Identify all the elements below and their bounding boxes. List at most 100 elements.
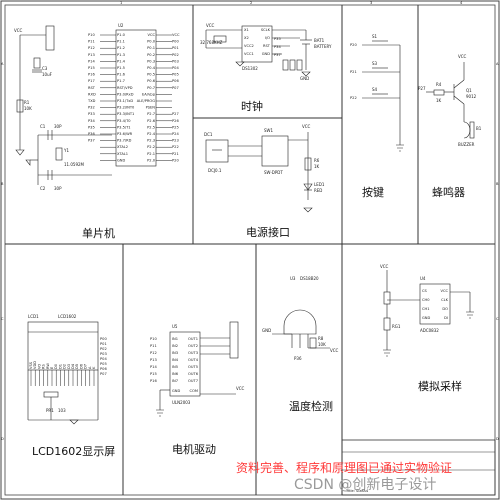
key-net: P20 <box>350 43 357 47</box>
mcu-pin-right: P0.1 <box>147 46 155 50</box>
mcu-vcc-label: VCC <box>14 28 23 33</box>
mcu-net-left: P15 <box>88 66 95 70</box>
mcu-pin-right: P2.0 <box>147 158 156 162</box>
adc-pin-left: CH0 <box>422 298 430 302</box>
temp-sensor-body <box>283 309 317 335</box>
mcu-pin-left: P1.7 <box>117 79 125 83</box>
clock-vcc-label: VCC <box>206 23 215 28</box>
mcu-pin-right: P0.3 <box>147 59 155 63</box>
driver-pin-in: IN4 <box>172 358 179 362</box>
driver-net-in: P16 <box>150 379 157 383</box>
mcu-pin-left: P1.0 <box>117 33 126 37</box>
mcu-pin-left: P1.4 <box>117 59 126 63</box>
title-block: Title: SizeA4 <box>341 439 496 496</box>
mcu-net-right: P07 <box>172 86 179 90</box>
driver-pin-gnd: GND <box>172 389 180 393</box>
lcd-pin: D4 <box>71 363 75 369</box>
temp-ref-label: U3 <box>290 276 296 281</box>
power-vcc-label: VCC <box>302 124 311 129</box>
mcu-net-right: P06 <box>172 79 179 83</box>
lcd-net: P04 <box>100 357 107 361</box>
mcu-chip-body <box>115 29 157 167</box>
driver-pin-out: OUT7 <box>188 379 198 383</box>
mcu-pin-right: EA/Vpp <box>142 92 156 96</box>
lcd-body <box>27 321 99 371</box>
driver-net-in: P10 <box>150 337 157 341</box>
mcu-net-right: P02 <box>172 53 179 57</box>
mcu-pin-right: P0.4 <box>147 66 156 70</box>
mcu-pin-right: P2.2 <box>147 145 155 149</box>
mcu-net-right: P01 <box>172 46 179 50</box>
driver-net-in: P13 <box>150 358 157 362</box>
res-r4-label: R4 <box>436 82 442 87</box>
section-title-mcu: 单片机 <box>82 227 115 240</box>
mcu-pin-left: P3.3/INT1 <box>117 112 134 116</box>
key-net: P21 <box>350 70 357 74</box>
mcu-pin-right: P2.3 <box>147 139 155 143</box>
lcd-pin: RS <box>42 364 46 369</box>
adc-pin-left: CH1 <box>422 307 430 311</box>
driver-pin-out: OUT6 <box>188 372 199 376</box>
lcd-pin: D6 <box>79 363 83 369</box>
driver-pin-out: OUT5 <box>188 365 198 369</box>
lcd-pin: RW <box>46 363 50 369</box>
mcu-net-left: P14 <box>88 59 95 63</box>
driver-pin-com: COM <box>190 389 198 393</box>
mcu-net-left: P33 <box>88 112 95 116</box>
zone-row-a-right: A <box>496 62 499 66</box>
zone-row-d-right: D <box>496 437 499 441</box>
cap-c3-value: 10uF <box>42 72 53 77</box>
mcu-pin-right: P2.6 <box>147 119 156 123</box>
motor-circuit <box>156 321 239 417</box>
zone-row-b-right: B <box>496 182 499 186</box>
section-title-keys: 按键 <box>362 186 384 199</box>
mcu-pin-right: P0.6 <box>147 79 156 83</box>
motor-vcc-label: VCC <box>236 386 245 391</box>
mcu-pin-left: P3.6/WR <box>117 132 133 136</box>
driver-pin-out: OUT1 <box>188 337 198 341</box>
mcu-net-left: TXD <box>87 99 96 103</box>
temp-res-label: R8 <box>318 336 324 341</box>
clock-gnd-label: GND <box>300 76 309 81</box>
mcu-net-left: P37 <box>88 139 95 143</box>
adc-circuit <box>383 270 474 357</box>
zone-row-b-left: B <box>1 182 4 186</box>
switch-type: SW-DPDT <box>264 170 283 175</box>
mcu-pin-labels: P1.0P10P1.1P11P1.2P12P1.3P13P1.4P14P1.5P… <box>87 33 180 162</box>
cap-c1-label: C1 <box>40 124 46 129</box>
res-r6-value: 1K <box>314 164 320 169</box>
lcd-type-label: LCD1602 <box>58 314 77 319</box>
mcu-net-left: P11 <box>88 40 95 44</box>
key-s1-label: S1 <box>372 34 378 39</box>
mcu-pin-right: VCC <box>148 33 156 37</box>
mcu-net-left: P17 <box>88 79 95 83</box>
driver-pin-out: OUT4 <box>188 358 199 362</box>
mcu-pin-left: P3.5/T1 <box>117 125 131 129</box>
lcd-net: P03 <box>100 352 107 356</box>
mcu-net-right: P03 <box>172 59 179 63</box>
mcu-pin-left: GND <box>117 158 125 162</box>
mcu-net-right: VCC <box>172 33 180 37</box>
section-title-lcd: LCD1602显示屏 <box>32 445 116 458</box>
mcu-net-left: P12 <box>88 46 95 50</box>
mcu-net-right: P23 <box>172 139 179 143</box>
driver-pin-in: IN7 <box>172 379 178 383</box>
lcd-net: P07 <box>100 372 107 376</box>
mcu-pin-left: P3.7/RD <box>117 139 132 143</box>
rtc-net: P35 <box>274 37 281 41</box>
res-r1-value: 10K <box>24 106 32 111</box>
dc-jack-type: DCJ0.1 <box>208 168 222 173</box>
mcu-pin-right: P0.7 <box>147 86 155 90</box>
driver-ref-label: U5 <box>172 324 178 329</box>
adc-pin-right: CLK <box>441 298 449 302</box>
switch-label: SW1 <box>264 128 273 133</box>
driver-pin-in: IN1 <box>172 337 178 341</box>
buzzer-name-label: BUZZER <box>458 142 475 147</box>
zone-col-4-top: 4 <box>460 1 463 5</box>
lcd-net: P06 <box>100 367 107 371</box>
zone-col-1-top: 1 <box>120 1 122 5</box>
mcu-pin-left: P1.2 <box>117 46 125 50</box>
